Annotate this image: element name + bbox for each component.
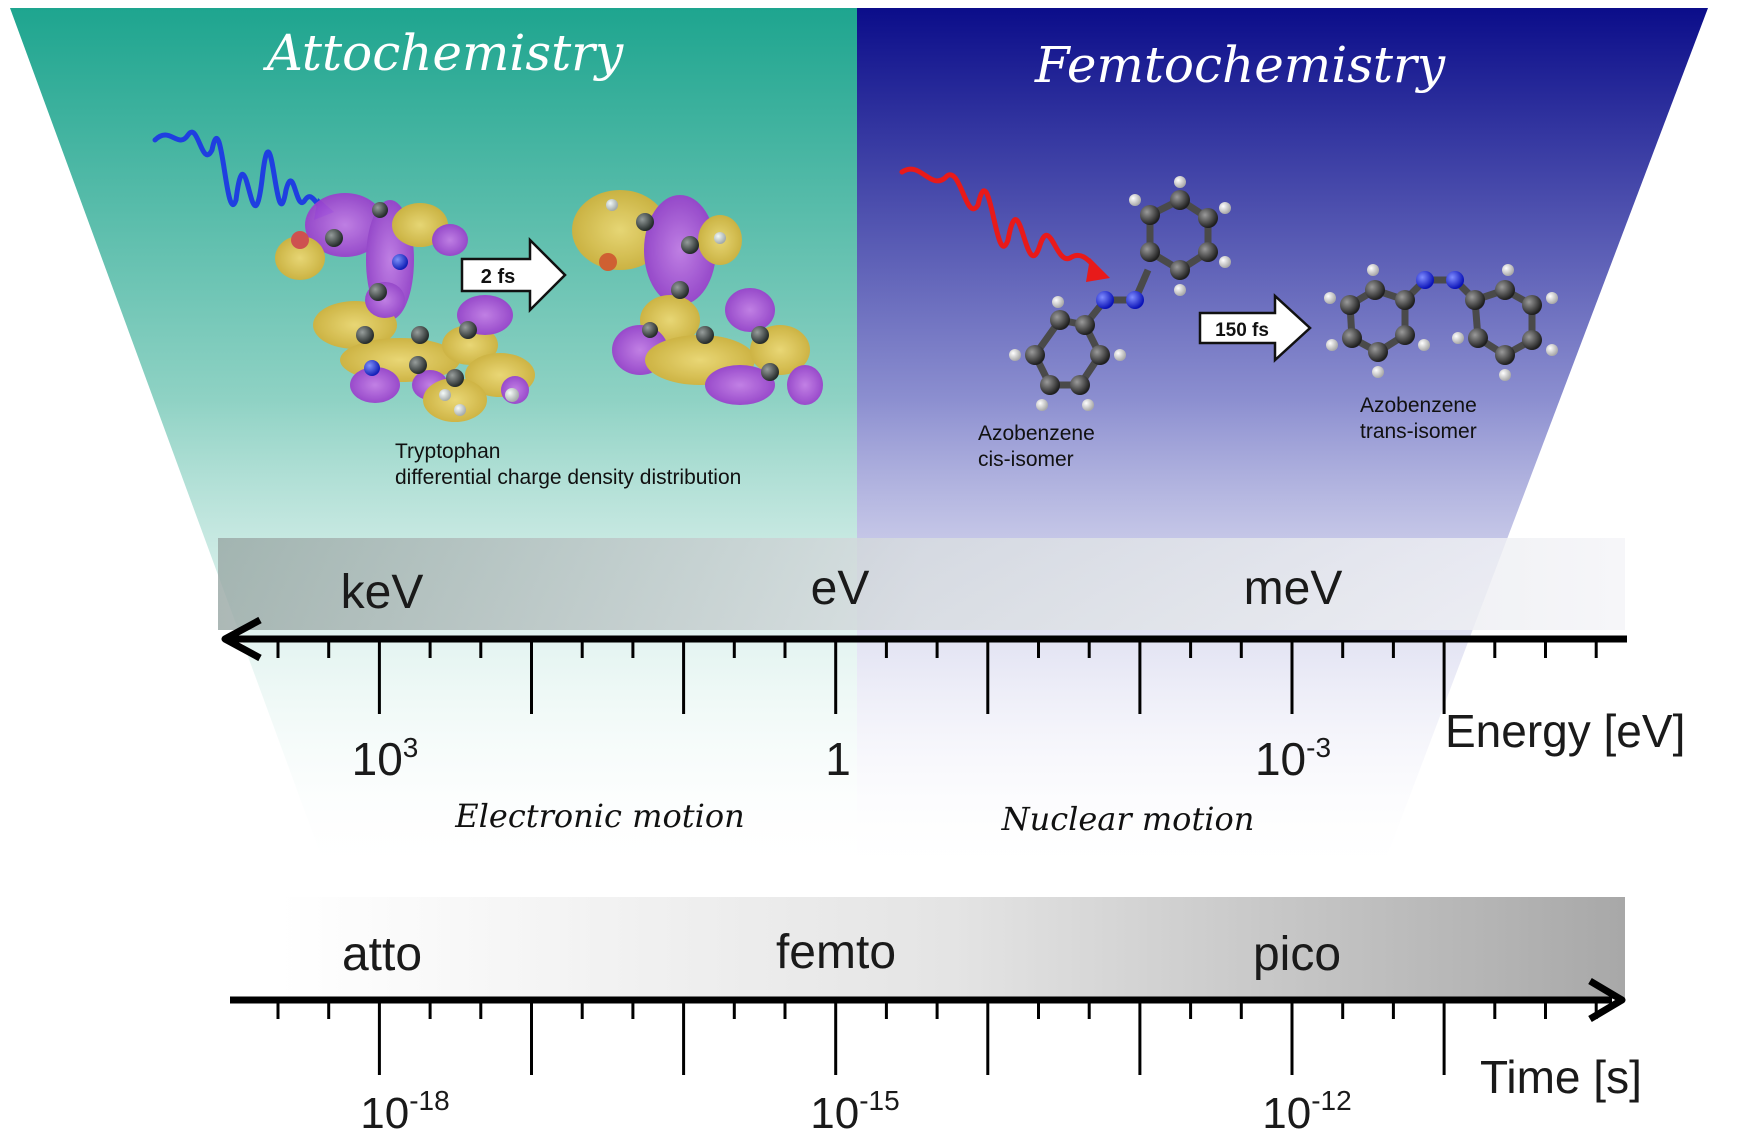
azobenzene-cis-molecule-icon xyxy=(1009,176,1231,411)
tryptophan-caption-line2: differential charge density distribution xyxy=(395,466,741,489)
attochemistry-title: Attochemistry xyxy=(263,24,624,82)
arrow-2fs-label: 2 fs xyxy=(481,266,515,288)
azobenzene-trans-molecule-icon xyxy=(1324,264,1558,381)
tryptophan-molecule-icon xyxy=(275,193,535,422)
tryptophan-molecule-2fs-icon xyxy=(572,190,823,405)
energy-tick-label-1e3: 103 xyxy=(352,732,419,785)
energy-axis xyxy=(221,616,1627,714)
time-tick-label-1e-12: 10-12 xyxy=(1262,1085,1351,1138)
blue-laser-pulse-icon xyxy=(152,129,328,213)
red-laser-pulse-icon xyxy=(899,166,1101,273)
azobenzene-cis-label-line1: Azobenzene xyxy=(978,422,1095,445)
femtochemistry-panel xyxy=(857,8,1708,880)
energy-band xyxy=(218,538,1625,630)
electronic-motion-label: Electronic motion xyxy=(454,797,744,835)
energy-band-label-kev: keV xyxy=(341,566,424,619)
energy-band-label-mev: meV xyxy=(1244,562,1343,615)
arrow-150fs-label: 150 fs xyxy=(1215,320,1269,341)
tryptophan-caption-line1: Tryptophan xyxy=(395,440,500,463)
energy-tick-label-1: 1 xyxy=(825,733,851,785)
azobenzene-cis-label-line2: cis-isomer xyxy=(978,448,1074,471)
time-tick-label-1e-15: 10-15 xyxy=(810,1085,899,1138)
energy-band-label-ev: eV xyxy=(811,562,870,615)
nuclear-motion-label: Nuclear motion xyxy=(1001,800,1255,838)
time-band-label-pico: pico xyxy=(1253,928,1341,981)
time-axis xyxy=(230,977,1626,1075)
time-tick-label-1e-18: 10-18 xyxy=(360,1085,449,1138)
time-axis-label: Time [s] xyxy=(1480,1051,1642,1103)
arrow-2fs xyxy=(460,236,567,314)
time-band-label-atto: atto xyxy=(342,928,422,981)
azobenzene-trans-label-line2: trans-isomer xyxy=(1360,420,1477,443)
time-band xyxy=(280,897,1625,999)
time-band-label-femto: femto xyxy=(776,926,896,979)
arrow-150fs xyxy=(1198,293,1312,363)
femtochemistry-title: Femtochemistry xyxy=(1034,36,1446,94)
energy-tick-label-1e-3: 10-3 xyxy=(1255,732,1331,785)
azobenzene-trans-label-line1: Azobenzene xyxy=(1360,394,1477,417)
red-pulse-arrowhead xyxy=(1086,258,1110,282)
energy-axis-label: Energy [eV] xyxy=(1445,705,1685,757)
